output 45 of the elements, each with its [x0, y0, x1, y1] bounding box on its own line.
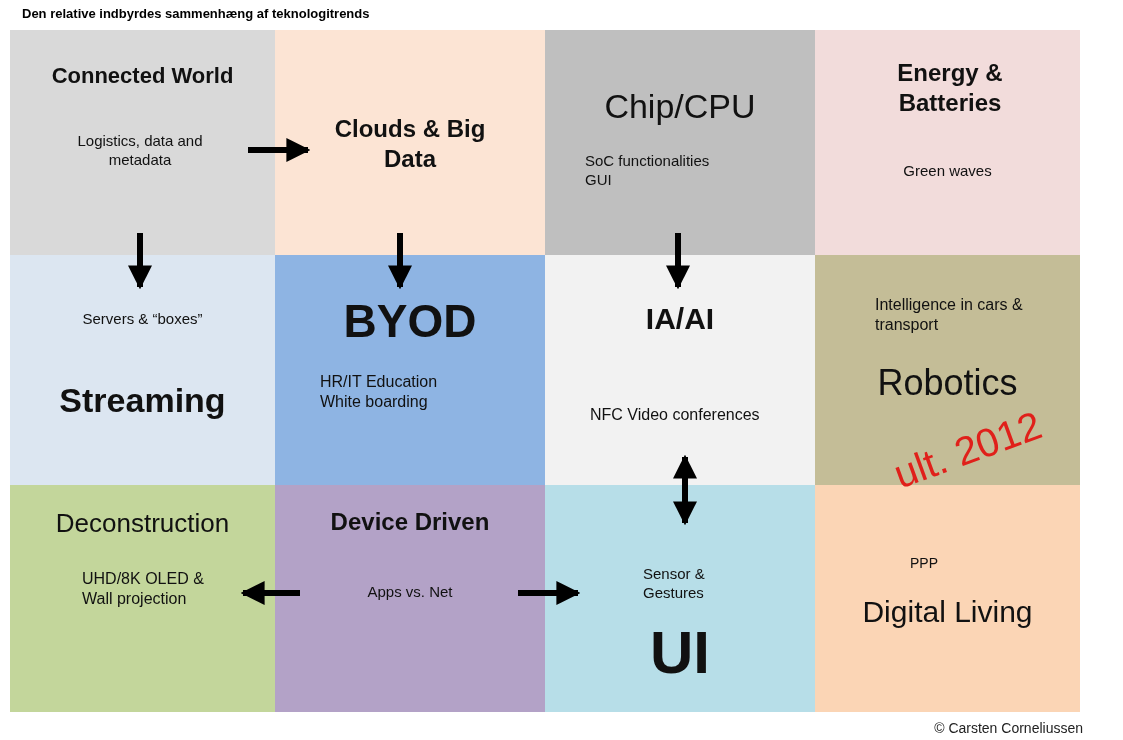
trend-cell: [275, 255, 545, 485]
arrow: [240, 581, 300, 605]
cell-text: Green waves: [902, 162, 993, 181]
cell-heading: Device Driven: [329, 507, 491, 537]
cell-text: UHD/8K OLED & Wall projection: [82, 569, 205, 609]
cell-heading: IA/AI: [644, 301, 716, 337]
trend-cell: [10, 30, 275, 255]
trend-cell: [815, 30, 1080, 255]
cell-heading: Robotics: [876, 361, 1019, 405]
cell-heading: Sensor & Gestures: [643, 565, 706, 603]
stamp-text: ult. 2012: [888, 402, 1048, 498]
cell-heading: UI: [649, 618, 711, 688]
cell-heading: Clouds & Big Data: [333, 114, 487, 174]
arrow: [128, 233, 152, 290]
arrow: [666, 233, 690, 290]
cell-text: Apps vs. Net: [366, 583, 454, 602]
arrow: [248, 138, 311, 162]
arrow: [388, 233, 412, 290]
cell-heading: PPP: [910, 555, 939, 573]
trend-cell: [10, 485, 275, 712]
cell-heading: BYOD: [342, 294, 478, 349]
trend-cell: [545, 485, 815, 712]
arrow: [673, 454, 697, 526]
cell-heading: Chip/CPU: [603, 86, 757, 127]
cell-heading: Digital Living: [861, 594, 1034, 630]
trend-cell: [815, 255, 1080, 485]
cell-heading: Streaming: [58, 380, 227, 421]
trend-cell: [275, 485, 545, 712]
cell-text: HR/IT Education White boarding: [320, 372, 439, 412]
trend-cell: [10, 255, 275, 485]
trend-cell: [815, 485, 1080, 712]
cell-text: Logistics, data and metadata: [76, 132, 204, 170]
cell-heading: Servers & “boxes”: [81, 310, 204, 329]
cell-heading: Energy & Batteries: [896, 58, 1004, 118]
cell-heading: Deconstruction: [54, 507, 231, 540]
arrow: [518, 581, 581, 605]
cell-text: SoC functionalities GUI: [585, 152, 711, 190]
copyright-note: © Carsten Corneliussen: [934, 720, 1083, 736]
cell-text: NFC Video conferences: [590, 405, 760, 425]
cell-heading: Connected World: [50, 62, 235, 90]
trend-cell: [545, 30, 815, 255]
cell-heading: Intelligence in cars & transport: [875, 295, 1024, 335]
diagram-title: Den relative indbyrdes sammenhæng af teknologitrends: [22, 6, 370, 21]
trend-cell: [275, 30, 545, 255]
trend-cell: [545, 255, 815, 485]
